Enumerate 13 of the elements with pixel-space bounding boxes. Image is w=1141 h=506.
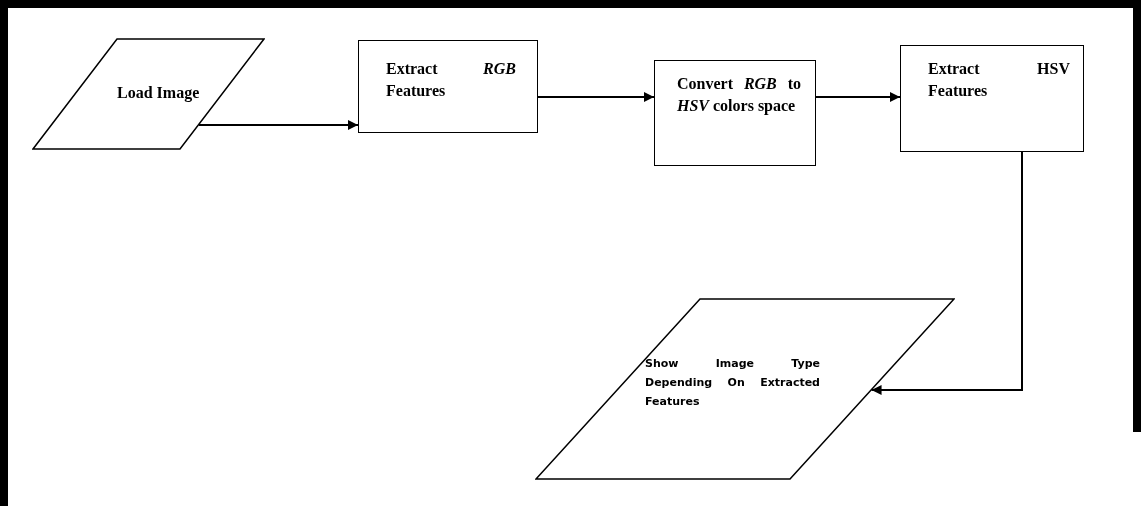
process-box (900, 45, 1084, 152)
node-label: Show Image Type Depending On Extracted Features (645, 356, 820, 410)
arrow (870, 151, 1023, 395)
arrow (815, 92, 901, 102)
node-label: Load Image (117, 83, 201, 104)
io-parallelogram (535, 298, 955, 480)
process-box (654, 60, 816, 166)
process-box (358, 40, 538, 133)
node-label: Extract HSV Features (928, 59, 1070, 101)
node-label: Convert RGB to HSV colors space (677, 74, 801, 117)
node-label: Extract RGB Features (386, 59, 516, 101)
io-parallelogram (32, 38, 265, 150)
arrow (537, 92, 655, 102)
